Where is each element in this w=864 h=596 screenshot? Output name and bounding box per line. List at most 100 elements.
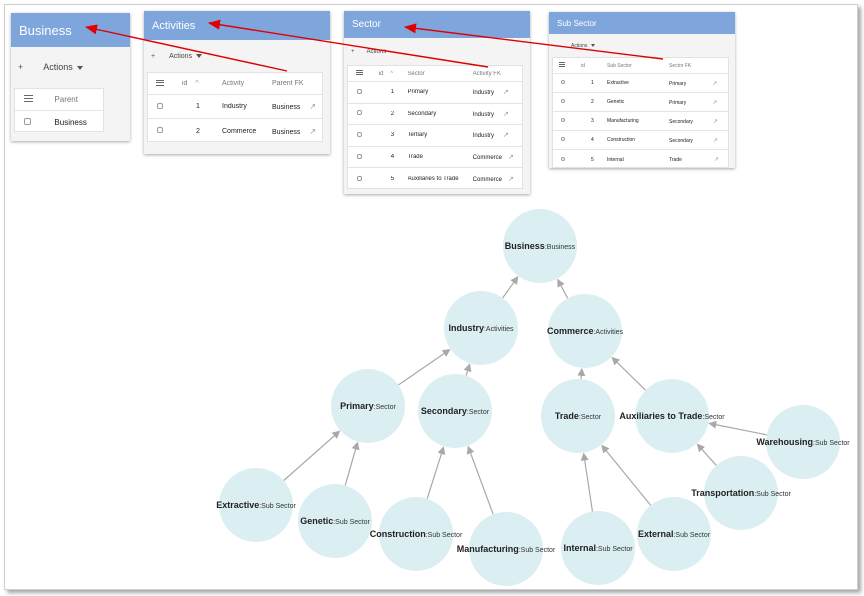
external-link-icon[interactable]: ↗ xyxy=(712,99,718,106)
graph-node-warehousing[interactable]: Warehousing:Sub Sector xyxy=(756,405,850,479)
graph-node-external[interactable]: External:Sub Sector xyxy=(637,497,711,571)
table-row[interactable]: 2 Commerce Business↗ xyxy=(148,119,322,143)
external-link-icon[interactable]: ↗ xyxy=(309,102,317,111)
graph-node-type: :Sub Sector xyxy=(333,519,370,526)
external-link-icon[interactable]: ↗ xyxy=(713,157,719,163)
sector-column-fk[interactable]: Activity FK xyxy=(472,70,501,77)
menu-icon[interactable] xyxy=(559,62,565,67)
graph-node-internal[interactable]: Internal:Sub Sector xyxy=(561,511,635,585)
external-link-icon[interactable]: ↗ xyxy=(503,89,509,97)
table-row[interactable]: 1 Extractive Primary↗ xyxy=(553,74,728,93)
external-link-icon[interactable]: ↗ xyxy=(503,110,509,118)
table-row[interactable]: 4 Construction Secondary↗ xyxy=(553,131,728,150)
row-checkbox[interactable] xyxy=(357,88,362,94)
row-fk[interactable]: Secondary xyxy=(669,137,693,144)
table-row[interactable]: 2 Secondary Industry↗ xyxy=(348,104,522,126)
row-checkbox[interactable] xyxy=(561,156,565,161)
row-checkbox[interactable] xyxy=(357,175,362,181)
activities-grid: id ^ Activity Parent FK 1 Industry Busin… xyxy=(147,72,323,142)
graph-node-circle xyxy=(766,405,840,479)
graph-node-trade[interactable]: Trade:Sector xyxy=(541,379,615,453)
business-column-parent[interactable]: Parent xyxy=(54,95,78,104)
business-actions-button[interactable]: Actions xyxy=(43,62,83,72)
subsector-column-name[interactable]: Sub Sector xyxy=(607,62,632,69)
graph-node-type: :Sector xyxy=(702,414,725,421)
row-checkbox[interactable] xyxy=(561,118,565,122)
external-link-icon[interactable]: ↗ xyxy=(508,154,514,162)
sector-column-id[interactable]: id ^ xyxy=(374,71,408,77)
row-checkbox[interactable] xyxy=(357,131,362,137)
subsector-column-id[interactable]: id xyxy=(581,62,585,69)
graph-node-commerce[interactable]: Commerce:Activities xyxy=(547,294,624,368)
activities-actions-button[interactable]: Actions xyxy=(169,53,203,60)
row-checkbox[interactable] xyxy=(357,153,362,159)
graph-node-genetic[interactable]: Genetic:Sub Sector xyxy=(298,484,372,558)
menu-icon[interactable] xyxy=(24,95,33,102)
table-row[interactable]: 1 Primary Industry↗ xyxy=(348,82,522,104)
graph-node-name: Primary xyxy=(340,401,374,411)
business-panel: Business + Actions Parent Business xyxy=(11,13,130,141)
row-checkbox[interactable] xyxy=(561,137,565,141)
row-checkbox[interactable] xyxy=(561,99,565,103)
row-fk[interactable]: Business xyxy=(272,104,301,111)
table-row[interactable]: 3 Tertiary Industry↗ xyxy=(348,125,522,147)
sort-asc-icon[interactable]: ^ xyxy=(195,80,199,87)
graph-node-auxiliaries[interactable]: Auxiliaries to Trade:Sector xyxy=(619,379,725,453)
column-label: id xyxy=(378,70,384,77)
row-fk[interactable]: Industry xyxy=(472,90,494,97)
subsector-actions-button[interactable]: Actions xyxy=(571,43,596,49)
table-row[interactable]: 2 Genetic Primary↗ xyxy=(553,93,728,112)
activities-column-id[interactable]: id ^ xyxy=(176,80,218,87)
row-fk[interactable]: Industry xyxy=(472,133,494,140)
graph-node-manufacturing[interactable]: Manufacturing:Sub Sector xyxy=(457,512,556,586)
row-checkbox[interactable] xyxy=(24,117,31,125)
activities-column-fk[interactable]: Parent FK xyxy=(272,80,304,87)
external-link-icon[interactable]: ↗ xyxy=(309,126,317,136)
row-id: 3 xyxy=(390,132,395,139)
table-row[interactable]: 4 Trade Commerce↗ xyxy=(348,147,522,169)
table-row[interactable]: Business xyxy=(15,111,103,133)
row-checkbox[interactable] xyxy=(561,80,565,84)
row-fk[interactable]: Business xyxy=(272,128,301,136)
row-fk[interactable]: Primary xyxy=(669,80,687,87)
sector-add-button[interactable]: + xyxy=(351,48,355,55)
menu-icon[interactable] xyxy=(156,79,164,86)
row-fk[interactable]: Industry xyxy=(472,111,494,118)
sort-asc-icon[interactable]: ^ xyxy=(390,70,393,77)
sector-actions-label: Actions xyxy=(366,48,387,55)
table-row[interactable]: 3 Manufacturing Secondary↗ xyxy=(553,112,728,131)
sector-column-name[interactable]: Sector xyxy=(407,70,425,77)
table-row[interactable]: 1 Industry Business↗ xyxy=(148,95,322,119)
table-row[interactable]: 5 Auxiliaries to Trade Commerce↗ xyxy=(348,168,522,190)
graph-node-type: :Sub Sector xyxy=(259,503,296,510)
row-fk[interactable]: Trade xyxy=(669,157,682,163)
activities-add-button[interactable]: + xyxy=(151,52,156,60)
graph-node-extractive[interactable]: Extractive:Sub Sector xyxy=(216,468,296,542)
row-fk[interactable]: Commerce xyxy=(472,177,502,184)
graph-node-construction[interactable]: Construction:Sub Sector xyxy=(370,497,463,571)
fk-arrow-subsector-to-sector xyxy=(404,23,664,60)
graph-node-industry[interactable]: Industry:Activities xyxy=(444,291,518,365)
row-fk[interactable]: Primary xyxy=(669,99,687,106)
external-link-icon[interactable]: ↗ xyxy=(503,132,509,140)
graph-node-transportation[interactable]: Transportation:Sub Sector xyxy=(691,456,791,530)
menu-icon[interactable] xyxy=(356,70,363,75)
graph-node-secondary[interactable]: Secondary:Sector xyxy=(418,374,492,448)
subsector-column-fk[interactable]: Sector FK xyxy=(669,62,692,69)
table-row[interactable]: 5 Internal Trade↗ xyxy=(553,150,728,168)
sector-actions-button[interactable]: Actions xyxy=(367,49,387,55)
external-link-icon[interactable]: ↗ xyxy=(712,80,718,87)
graph-node-primary[interactable]: Primary:Sector xyxy=(331,369,405,443)
external-link-icon[interactable]: ↗ xyxy=(508,176,514,184)
graph-node-business[interactable]: Business:Business xyxy=(503,209,577,283)
row-fk[interactable]: Commerce xyxy=(472,155,502,162)
business-add-button[interactable]: + xyxy=(18,62,24,72)
activities-column-activity[interactable]: Activity xyxy=(222,80,245,87)
row-checkbox[interactable] xyxy=(157,102,163,109)
graph-node-label: External:Sub Sector xyxy=(638,529,711,539)
row-checkbox[interactable] xyxy=(157,127,163,133)
external-link-icon[interactable]: ↗ xyxy=(712,137,718,144)
external-link-icon[interactable]: ↗ xyxy=(712,118,718,125)
row-fk[interactable]: Secondary xyxy=(669,118,693,125)
row-checkbox[interactable] xyxy=(357,110,362,116)
